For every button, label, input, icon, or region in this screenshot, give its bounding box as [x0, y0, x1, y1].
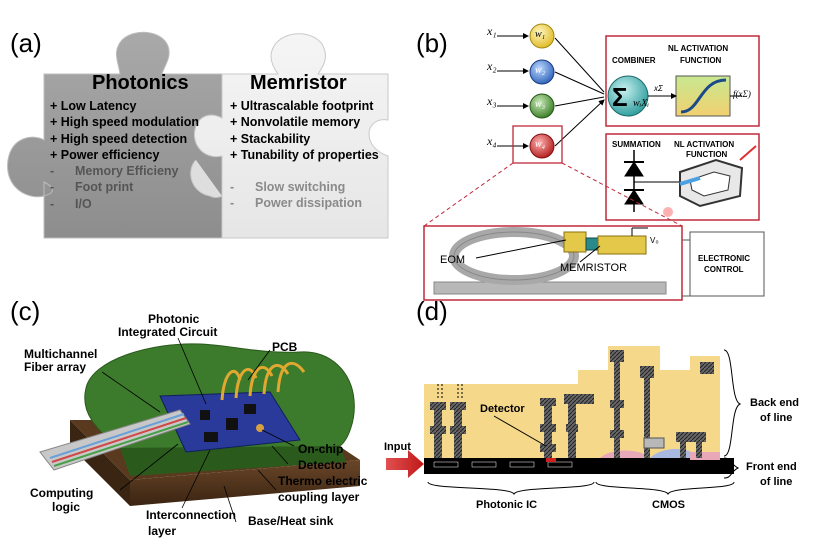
weight-w3: w₃ — [535, 99, 546, 110]
ring-resonator-icon — [433, 227, 667, 295]
sigmoid-curve — [680, 78, 727, 114]
photonics-item: + High speed modulation — [50, 115, 199, 130]
metal-vias — [430, 350, 714, 458]
memristor-title: Memristor — [250, 72, 347, 94]
photonics-item: + High speed detection — [50, 131, 188, 146]
gold-bond-wires — [220, 361, 306, 401]
summation-label: SUMMATION — [612, 140, 661, 149]
front-end-label-2: of line — [760, 476, 793, 488]
thermo-label-1: Thermo electric — [278, 474, 368, 488]
photonics-item: - I/O — [50, 196, 92, 211]
photonics-item: - Foot print — [50, 180, 134, 195]
cmos-label: CMOS — [652, 499, 685, 511]
onchip-label-1: On-chip — [298, 442, 344, 456]
onchip-label-2: Detector — [298, 458, 347, 472]
photonics-item: + Low Latency — [50, 99, 137, 113]
back-end-label-1: Back end — [750, 397, 799, 409]
puzzle-graphic — [7, 31, 389, 239]
photonics-item: - Memory Efficieny — [50, 164, 179, 179]
photodiode-icon — [624, 150, 680, 212]
memristor-item: - Power dissipation — [230, 196, 362, 211]
substrate — [424, 458, 734, 474]
input-arrow-icon — [386, 450, 424, 478]
multichannel-label-1: Multichannel — [24, 347, 98, 361]
weight-node-3 — [529, 93, 555, 119]
selected-weight-box — [512, 125, 563, 164]
weight-w4: w₄ — [535, 139, 546, 150]
memristor-puzzle-piece — [194, 33, 389, 239]
multichannel-label-2: Fiber array — [24, 360, 87, 374]
vd-label: V₀ — [650, 236, 659, 245]
photonic-ic-label: Photonic IC — [476, 499, 538, 511]
back-end-label-2: of line — [760, 412, 793, 424]
memristor-list: + Ultrascalable footprint + Nonvolatile … — [230, 98, 379, 212]
input-lines — [497, 33, 605, 149]
panel-label-c: (c) — [10, 296, 41, 326]
interconnection-label-2: layer — [148, 524, 177, 538]
f-output-label: f(xΣ) — [733, 89, 751, 99]
memristor-item: - Slow switching — [230, 180, 346, 195]
input-x4: x₄ — [487, 134, 497, 148]
x-sigma-label: xΣ — [654, 84, 663, 93]
panel-label-d: (d) — [416, 296, 448, 326]
weight-node-4 — [529, 133, 555, 159]
memristor-item: + Nonvolatile memory — [230, 115, 361, 130]
input-x3: x₃ — [487, 94, 497, 108]
weight-node-1 — [529, 23, 555, 49]
photonics-item: + Power efficiency — [50, 147, 160, 162]
photonics-list: + Low Latency + High speed modulation + … — [50, 98, 199, 212]
eom-label: EOM — [440, 254, 466, 266]
panel-label-b: (b) — [416, 28, 448, 58]
base-label: Base/Heat sink — [248, 514, 334, 528]
electronic-label: ELECTRONIC — [698, 254, 750, 263]
weight-node-2 — [529, 59, 555, 85]
input-x1: x₁ — [487, 24, 497, 38]
electronic-control-box — [689, 231, 765, 297]
detector-label: Detector — [480, 403, 525, 415]
memristor-item: + Stackability — [230, 131, 311, 146]
function-label: FUNCTION — [680, 56, 722, 65]
panel-label-a: (a) — [10, 28, 42, 58]
nl-activation-label-2: NL ACTIVATION — [674, 140, 735, 149]
computing-label-2: logic — [52, 500, 81, 514]
combiner-label: COMBINER — [612, 56, 656, 65]
detector-element — [546, 458, 556, 462]
input-label: Input — [384, 441, 411, 453]
weight-w1: w₁ — [535, 29, 546, 40]
activation-box — [675, 75, 731, 117]
waveguide-segments — [433, 461, 573, 468]
pic-module-graphic — [39, 337, 360, 523]
function-label-2: FUNCTION — [686, 150, 728, 159]
pcb-label: PCB — [272, 340, 298, 354]
weight-w2: w₂ — [535, 65, 546, 76]
modulator-ring-icon — [663, 145, 757, 217]
memristor-device-label: MEMRISTOR — [560, 262, 628, 274]
photonics-title: Photonics — [92, 72, 189, 94]
thermo-label-2: coupling layer — [278, 490, 360, 504]
memristor-item: + Ultrascalable footprint — [230, 99, 374, 113]
input-x2: x₂ — [487, 59, 497, 73]
interconnection-label-1: Interconnection — [146, 508, 237, 522]
front-end-label-1: Front end — [746, 461, 797, 473]
computing-label-1: Computing — [30, 486, 94, 500]
pic-label-2: Integrated Circuit — [118, 325, 218, 339]
pic-label-1: Photonic — [148, 312, 200, 326]
control-label: CONTROL — [704, 265, 744, 274]
memristor-device-icon — [563, 227, 648, 255]
sigma-icon: Σ — [612, 82, 628, 112]
memristor-item: + Tunability of properties — [230, 147, 379, 162]
sum-expression: wᵢXᵢ — [633, 98, 649, 109]
nl-activation-label: NL ACTIVATION — [668, 44, 729, 53]
